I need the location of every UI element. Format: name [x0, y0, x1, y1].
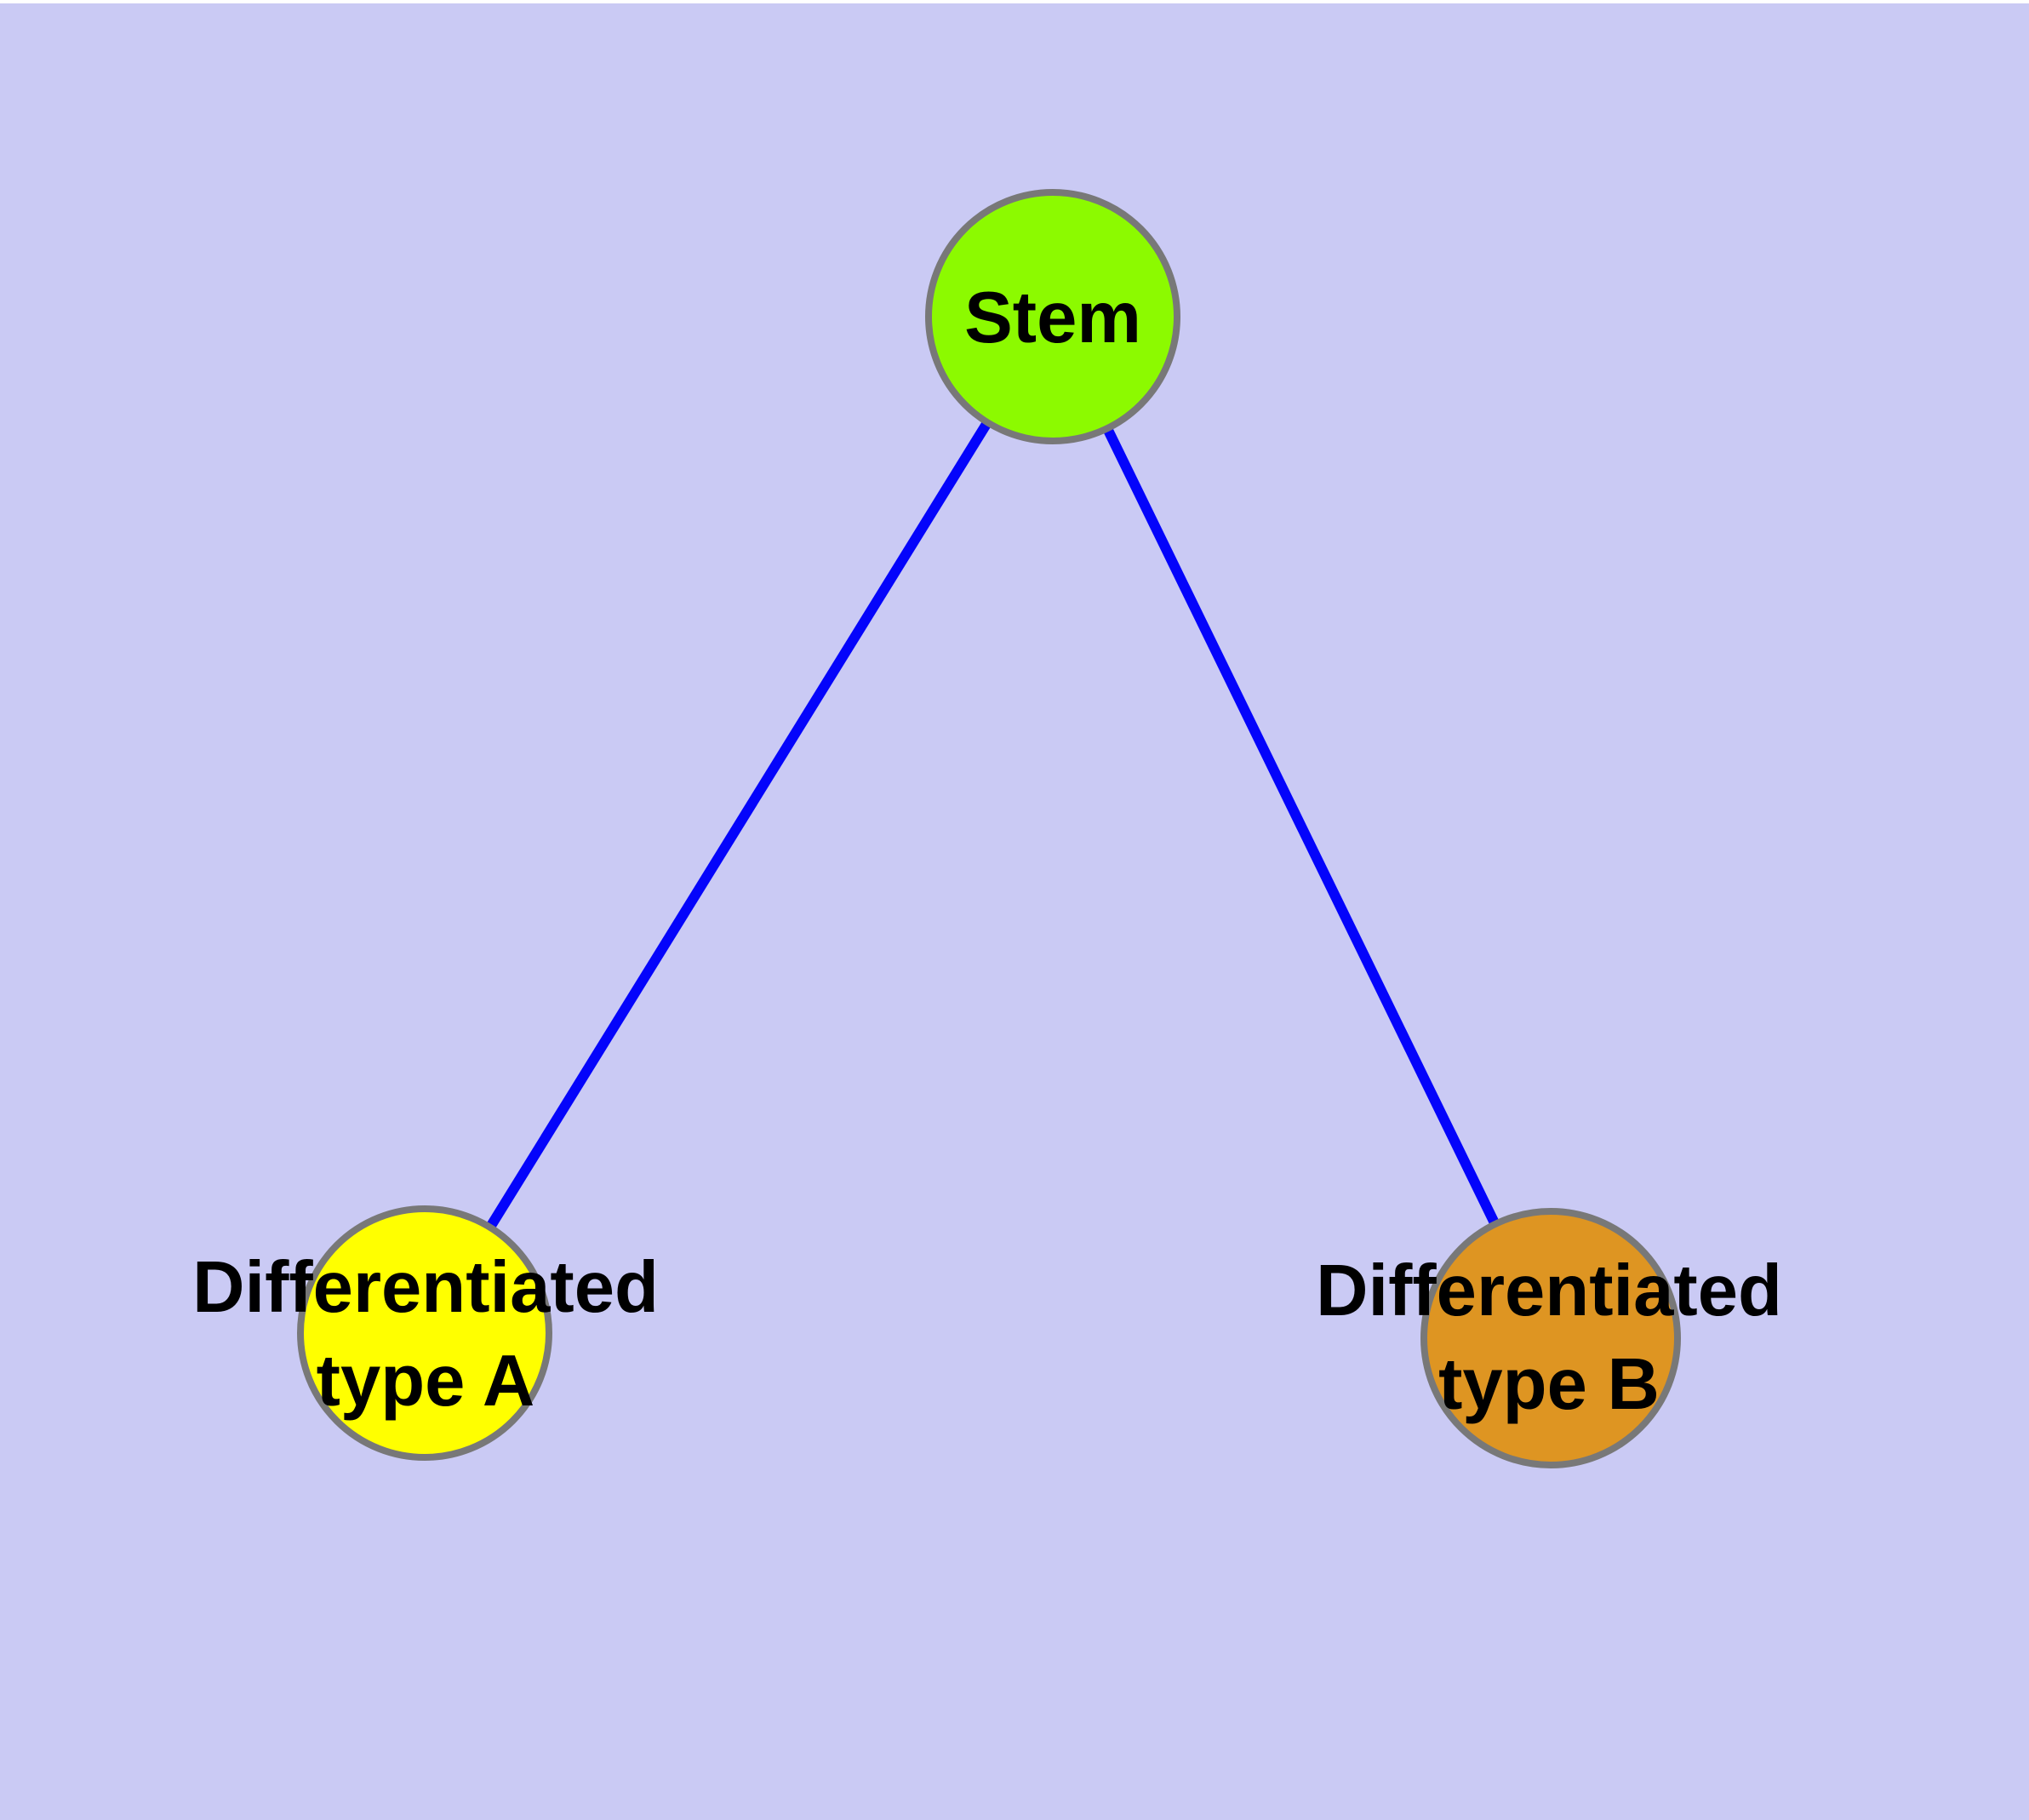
node-type-b-label: Differentiated type B	[1316, 1251, 1782, 1425]
top-white-margin	[0, 0, 2029, 3]
node-stem-circle	[925, 189, 1180, 444]
node-type-a-circle	[297, 1205, 552, 1461]
node-type-a-label: Differentiated type A	[192, 1247, 659, 1422]
edge-stem-to-type-b	[1048, 314, 1556, 1341]
edge-stem-to-type-a	[420, 313, 1058, 1336]
node-stem-label: Stem	[964, 278, 1141, 358]
node-type-b-circle	[1420, 1208, 1681, 1468]
